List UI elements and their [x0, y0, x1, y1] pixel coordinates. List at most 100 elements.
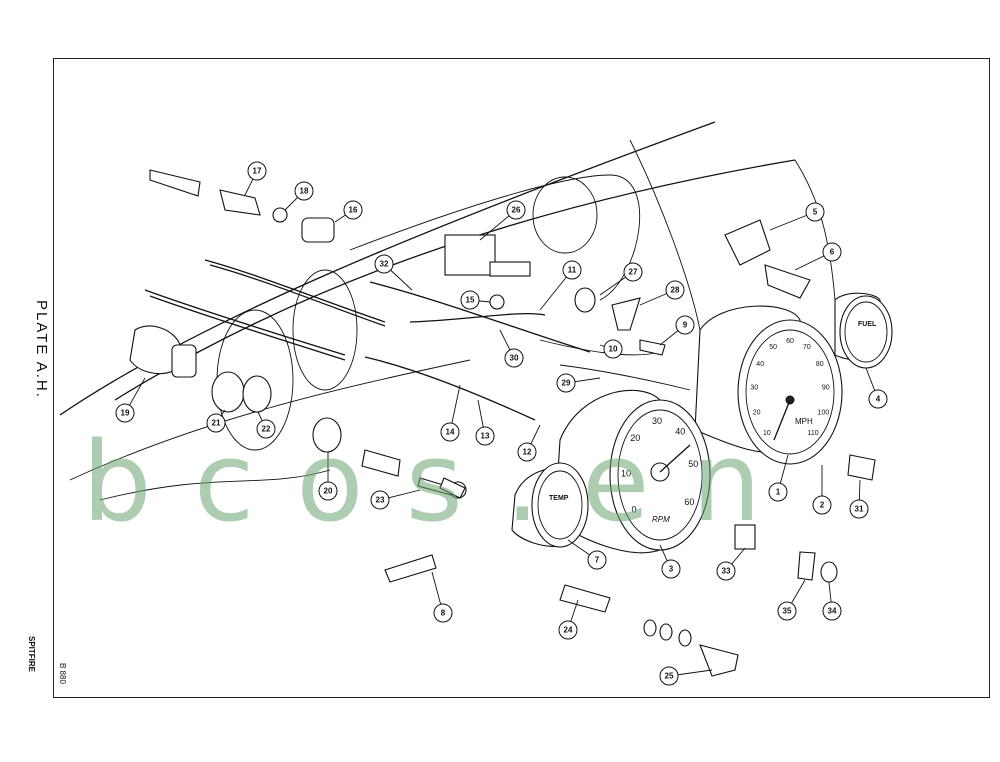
callout-16: 16 — [343, 200, 363, 220]
svg-text:9: 9 — [683, 321, 688, 330]
tacho-scale-label: 30 — [652, 416, 662, 426]
drawing-reference-text: B 880 — [58, 663, 67, 684]
callout-15: 15 — [460, 290, 480, 310]
svg-text:7: 7 — [595, 556, 600, 565]
callout-21: 21 — [206, 413, 226, 433]
svg-text:19: 19 — [121, 409, 130, 418]
svg-text:34: 34 — [828, 607, 837, 616]
speedo-scale-label: 60 — [786, 338, 794, 345]
callout-2: 2 — [812, 495, 832, 515]
callout-31: 31 — [849, 499, 869, 519]
callout-27: 27 — [623, 262, 643, 282]
callout-3: 3 — [661, 559, 681, 579]
plate-border — [53, 58, 990, 698]
svg-text:18: 18 — [300, 187, 309, 196]
svg-text:21: 21 — [212, 419, 221, 428]
svg-text:30: 30 — [510, 354, 519, 363]
callout-19: 19 — [115, 403, 135, 423]
svg-text:13: 13 — [481, 432, 490, 441]
plate-title: PLATE A.H. — [12, 300, 72, 430]
callout-20: 20 — [318, 481, 338, 501]
temp-label: TEMP — [549, 495, 569, 502]
speedometer: MPH — [694, 305, 843, 465]
svg-text:26: 26 — [512, 206, 521, 215]
callout-18: 18 — [294, 181, 314, 201]
svg-text:5: 5 — [813, 208, 818, 217]
watermark: bcos.en — [82, 418, 804, 546]
model-name-text: SPITFIRE — [27, 636, 36, 673]
tacho-scale-label: 20 — [630, 433, 640, 443]
callout-34: 34 — [822, 601, 842, 621]
svg-text:23: 23 — [376, 496, 385, 505]
tacho-scale-label: 60 — [684, 497, 694, 507]
svg-text:16: 16 — [349, 206, 358, 215]
temperature-gauge: TEMP — [511, 462, 589, 548]
callout-8: 8 — [433, 603, 453, 623]
callout-17: 17 — [247, 161, 267, 181]
svg-text:29: 29 — [562, 379, 571, 388]
tacho-unit-label: RPM — [652, 515, 670, 524]
tacho-scale-label: 10 — [621, 468, 631, 478]
svg-text:22: 22 — [262, 425, 271, 434]
callout-4: 4 — [868, 389, 888, 409]
speedo-unit-label: MPH — [795, 417, 813, 426]
speedo-scale-label: 40 — [756, 361, 764, 368]
callout-24: 24 — [558, 620, 578, 640]
speedo-scale-label: 20 — [753, 410, 761, 417]
svg-text:12: 12 — [523, 448, 532, 457]
speedo-scale-label: 110 — [808, 430, 819, 437]
svg-text:20: 20 — [324, 487, 333, 496]
svg-text:25: 25 — [665, 672, 674, 681]
callout-35: 35 — [777, 601, 797, 621]
svg-text:32: 32 — [380, 260, 389, 269]
fuel-gauge: FUEL — [834, 292, 893, 369]
fuel-label: FUEL — [858, 321, 877, 328]
svg-text:3: 3 — [669, 565, 674, 574]
svg-text:27: 27 — [629, 268, 638, 277]
callout-29: 29 — [556, 373, 576, 393]
callout-9: 9 — [675, 315, 695, 335]
callout-25: 25 — [659, 666, 679, 686]
callout-6: 6 — [822, 242, 842, 262]
svg-text:4: 4 — [876, 395, 881, 404]
tacho-scale-label: 50 — [688, 459, 698, 469]
svg-text:2: 2 — [820, 501, 825, 510]
svg-text:6: 6 — [830, 248, 835, 257]
svg-text:35: 35 — [783, 607, 792, 616]
callout-23: 23 — [370, 490, 390, 510]
callout-1: 1 — [768, 482, 788, 502]
plate-title-text: PLATE A.H. — [33, 300, 50, 399]
cables — [144, 259, 691, 421]
svg-text:24: 24 — [564, 626, 573, 635]
tacho-scale-label: 40 — [675, 427, 685, 437]
callout-12: 12 — [517, 442, 537, 462]
callout-10: 10 — [603, 339, 623, 359]
svg-text:17: 17 — [253, 167, 262, 176]
svg-text:31: 31 — [855, 505, 864, 514]
svg-text:15: 15 — [466, 296, 475, 305]
svg-text:1: 1 — [776, 488, 781, 497]
speedo-scale-label: 10 — [763, 430, 771, 437]
callout-11: 11 — [562, 260, 582, 280]
svg-text:11: 11 — [568, 266, 577, 275]
callout-30: 30 — [504, 348, 524, 368]
speedo-scale-label: 90 — [822, 385, 830, 392]
small-parts — [129, 169, 876, 677]
callout-5: 5 — [805, 202, 825, 222]
svg-text:14: 14 — [446, 428, 455, 437]
speedo-scale-label: 50 — [769, 344, 777, 351]
svg-text:8: 8 — [441, 609, 446, 618]
callout-32: 32 — [374, 254, 394, 274]
callout-26: 26 — [506, 200, 526, 220]
callout-33: 33 — [716, 561, 736, 581]
callout-14: 14 — [440, 422, 460, 442]
speedo-scale-label: 80 — [816, 361, 824, 368]
speedo-scale-label: 70 — [803, 344, 811, 351]
callout-22: 22 — [256, 419, 276, 439]
svg-text:33: 33 — [722, 567, 731, 576]
svg-text:28: 28 — [671, 286, 680, 295]
tacho-scale-label: 0 — [631, 505, 636, 515]
speedo-scale-label: 30 — [750, 385, 758, 392]
svg-text:10: 10 — [609, 345, 618, 354]
